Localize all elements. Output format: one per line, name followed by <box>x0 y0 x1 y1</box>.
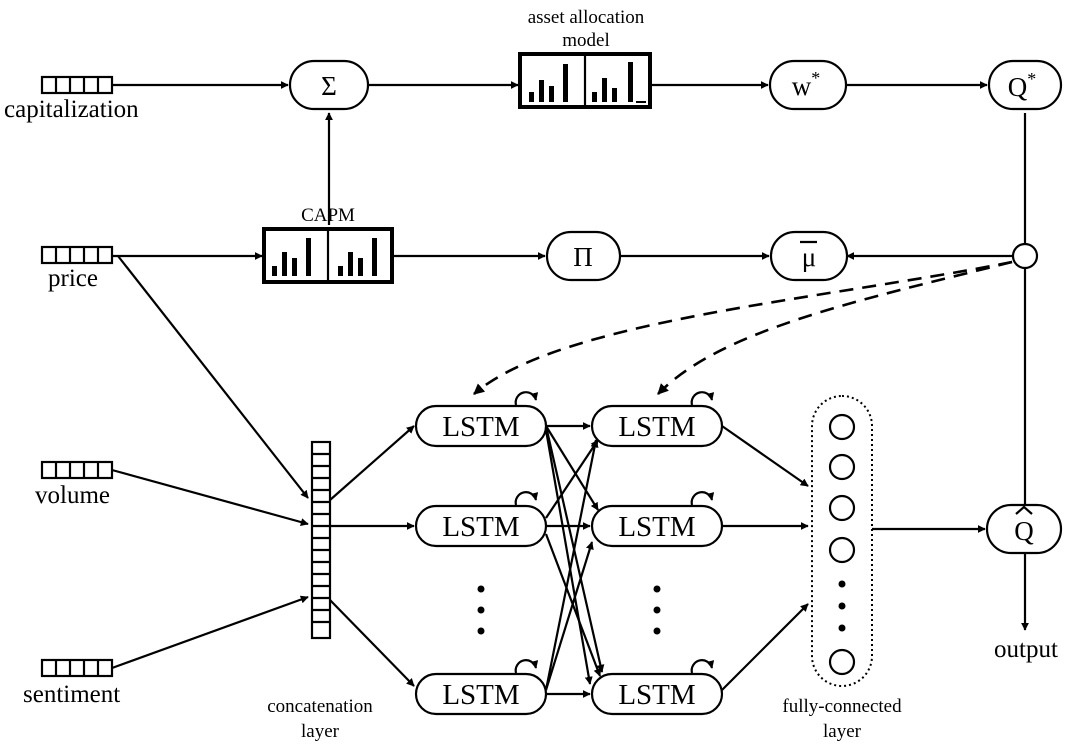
edge-sentiment-concat <box>111 595 309 670</box>
svg-text:w*: w* <box>792 68 821 101</box>
label-concatenation-line2: layer <box>301 721 340 742</box>
asset-allocation-model-box <box>518 52 652 109</box>
concatenation-layer <box>310 440 332 640</box>
node-sum: Σ <box>288 59 370 111</box>
label-volume: volume <box>35 482 110 509</box>
label-capm: CAPM <box>301 205 355 226</box>
fc-neuron <box>828 453 856 481</box>
input-vector-capitalization <box>40 75 114 95</box>
lstm-unit-col1-row1: LSTM <box>414 391 548 448</box>
capm-bar-icon-right <box>338 238 377 276</box>
fc-neuron <box>828 413 856 441</box>
node-w-star-sup: * <box>811 68 820 88</box>
fc-neuron <box>828 648 856 676</box>
junction-node <box>1011 242 1039 270</box>
node-w-star-symbol: w <box>792 71 812 101</box>
capm-bar-icon-left <box>272 238 311 276</box>
dashed-feedback-lstm2 <box>657 260 1013 395</box>
lstm-unit-col1-row3: LSTM <box>414 659 548 716</box>
bar-icon-right <box>592 62 646 103</box>
node-w-star: w* <box>768 59 848 111</box>
lstm-cross-connections <box>544 422 605 698</box>
node-mu-bar: μ <box>769 230 849 282</box>
edge-concat-lstm-d1 <box>329 599 415 687</box>
node-sum-symbol: Σ <box>321 71 337 101</box>
recurrent-loop <box>690 391 715 406</box>
recurrent-loop <box>514 659 539 674</box>
lstm-label: LSTM <box>442 679 519 711</box>
lstm-ellipsis-col1 <box>477 585 485 635</box>
label-capitalization: capitalization <box>4 96 139 123</box>
node-pi: Π <box>545 230 622 282</box>
label-concatenation-line1: concatenation <box>267 696 373 717</box>
fc-neuron <box>828 536 856 564</box>
fully-connected-layer <box>811 395 873 687</box>
node-mu-bar-symbol: μ <box>802 242 816 272</box>
lstm-unit-col1-row2: LSTM <box>414 491 548 548</box>
lstm-label: LSTM <box>442 411 519 443</box>
lstm-label: LSTM <box>618 411 695 443</box>
edge-price-concat <box>117 255 309 499</box>
edge-lstm-d2-fc <box>721 603 809 691</box>
lstm-label: LSTM <box>618 679 695 711</box>
node-q-star-symbol: Q <box>1008 72 1028 102</box>
edge-volume-concat <box>111 468 309 526</box>
node-pi-symbol: Π <box>573 242 593 272</box>
lstm-unit-col2-row3: LSTM <box>590 659 724 716</box>
node-q-hat: Q <box>985 503 1063 555</box>
input-vector-price <box>40 245 114 265</box>
svg-text:Q*: Q* <box>1008 69 1037 102</box>
recurrent-loop <box>690 491 715 506</box>
node-q-star-sup: * <box>1027 69 1036 89</box>
label-fc-line1: fully-connected <box>782 696 902 717</box>
label-price: price <box>48 265 98 292</box>
input-vector-volume <box>40 460 114 480</box>
label-sentiment: sentiment <box>23 681 120 708</box>
q-hat-caret <box>1015 505 1033 515</box>
lstm-unit-col2-row2: LSTM <box>590 491 724 548</box>
lstm-ellipsis-col2 <box>653 585 661 635</box>
label-asset-allocation-line2: model <box>562 30 610 51</box>
capm-box <box>262 227 394 284</box>
recurrent-loop <box>514 491 539 506</box>
label-output: output <box>994 636 1058 663</box>
edge-lstm-a2-fc <box>721 425 809 487</box>
label-fc-line2: layer <box>823 721 862 742</box>
node-q-star: Q* <box>987 59 1063 111</box>
lstm-unit-col2-row1: LSTM <box>590 391 724 448</box>
bar-icon-left <box>529 64 568 102</box>
label-asset-allocation-line1: asset allocation <box>528 7 645 28</box>
node-q-hat-symbol: Q <box>1014 516 1034 546</box>
recurrent-loop <box>514 391 539 406</box>
edge-concat-lstm-a1 <box>329 425 415 501</box>
input-vector-sentiment <box>40 658 114 678</box>
lstm-label: LSTM <box>442 511 519 543</box>
fc-neuron <box>828 494 856 522</box>
lstm-label: LSTM <box>618 511 695 543</box>
recurrent-loop <box>690 659 715 674</box>
